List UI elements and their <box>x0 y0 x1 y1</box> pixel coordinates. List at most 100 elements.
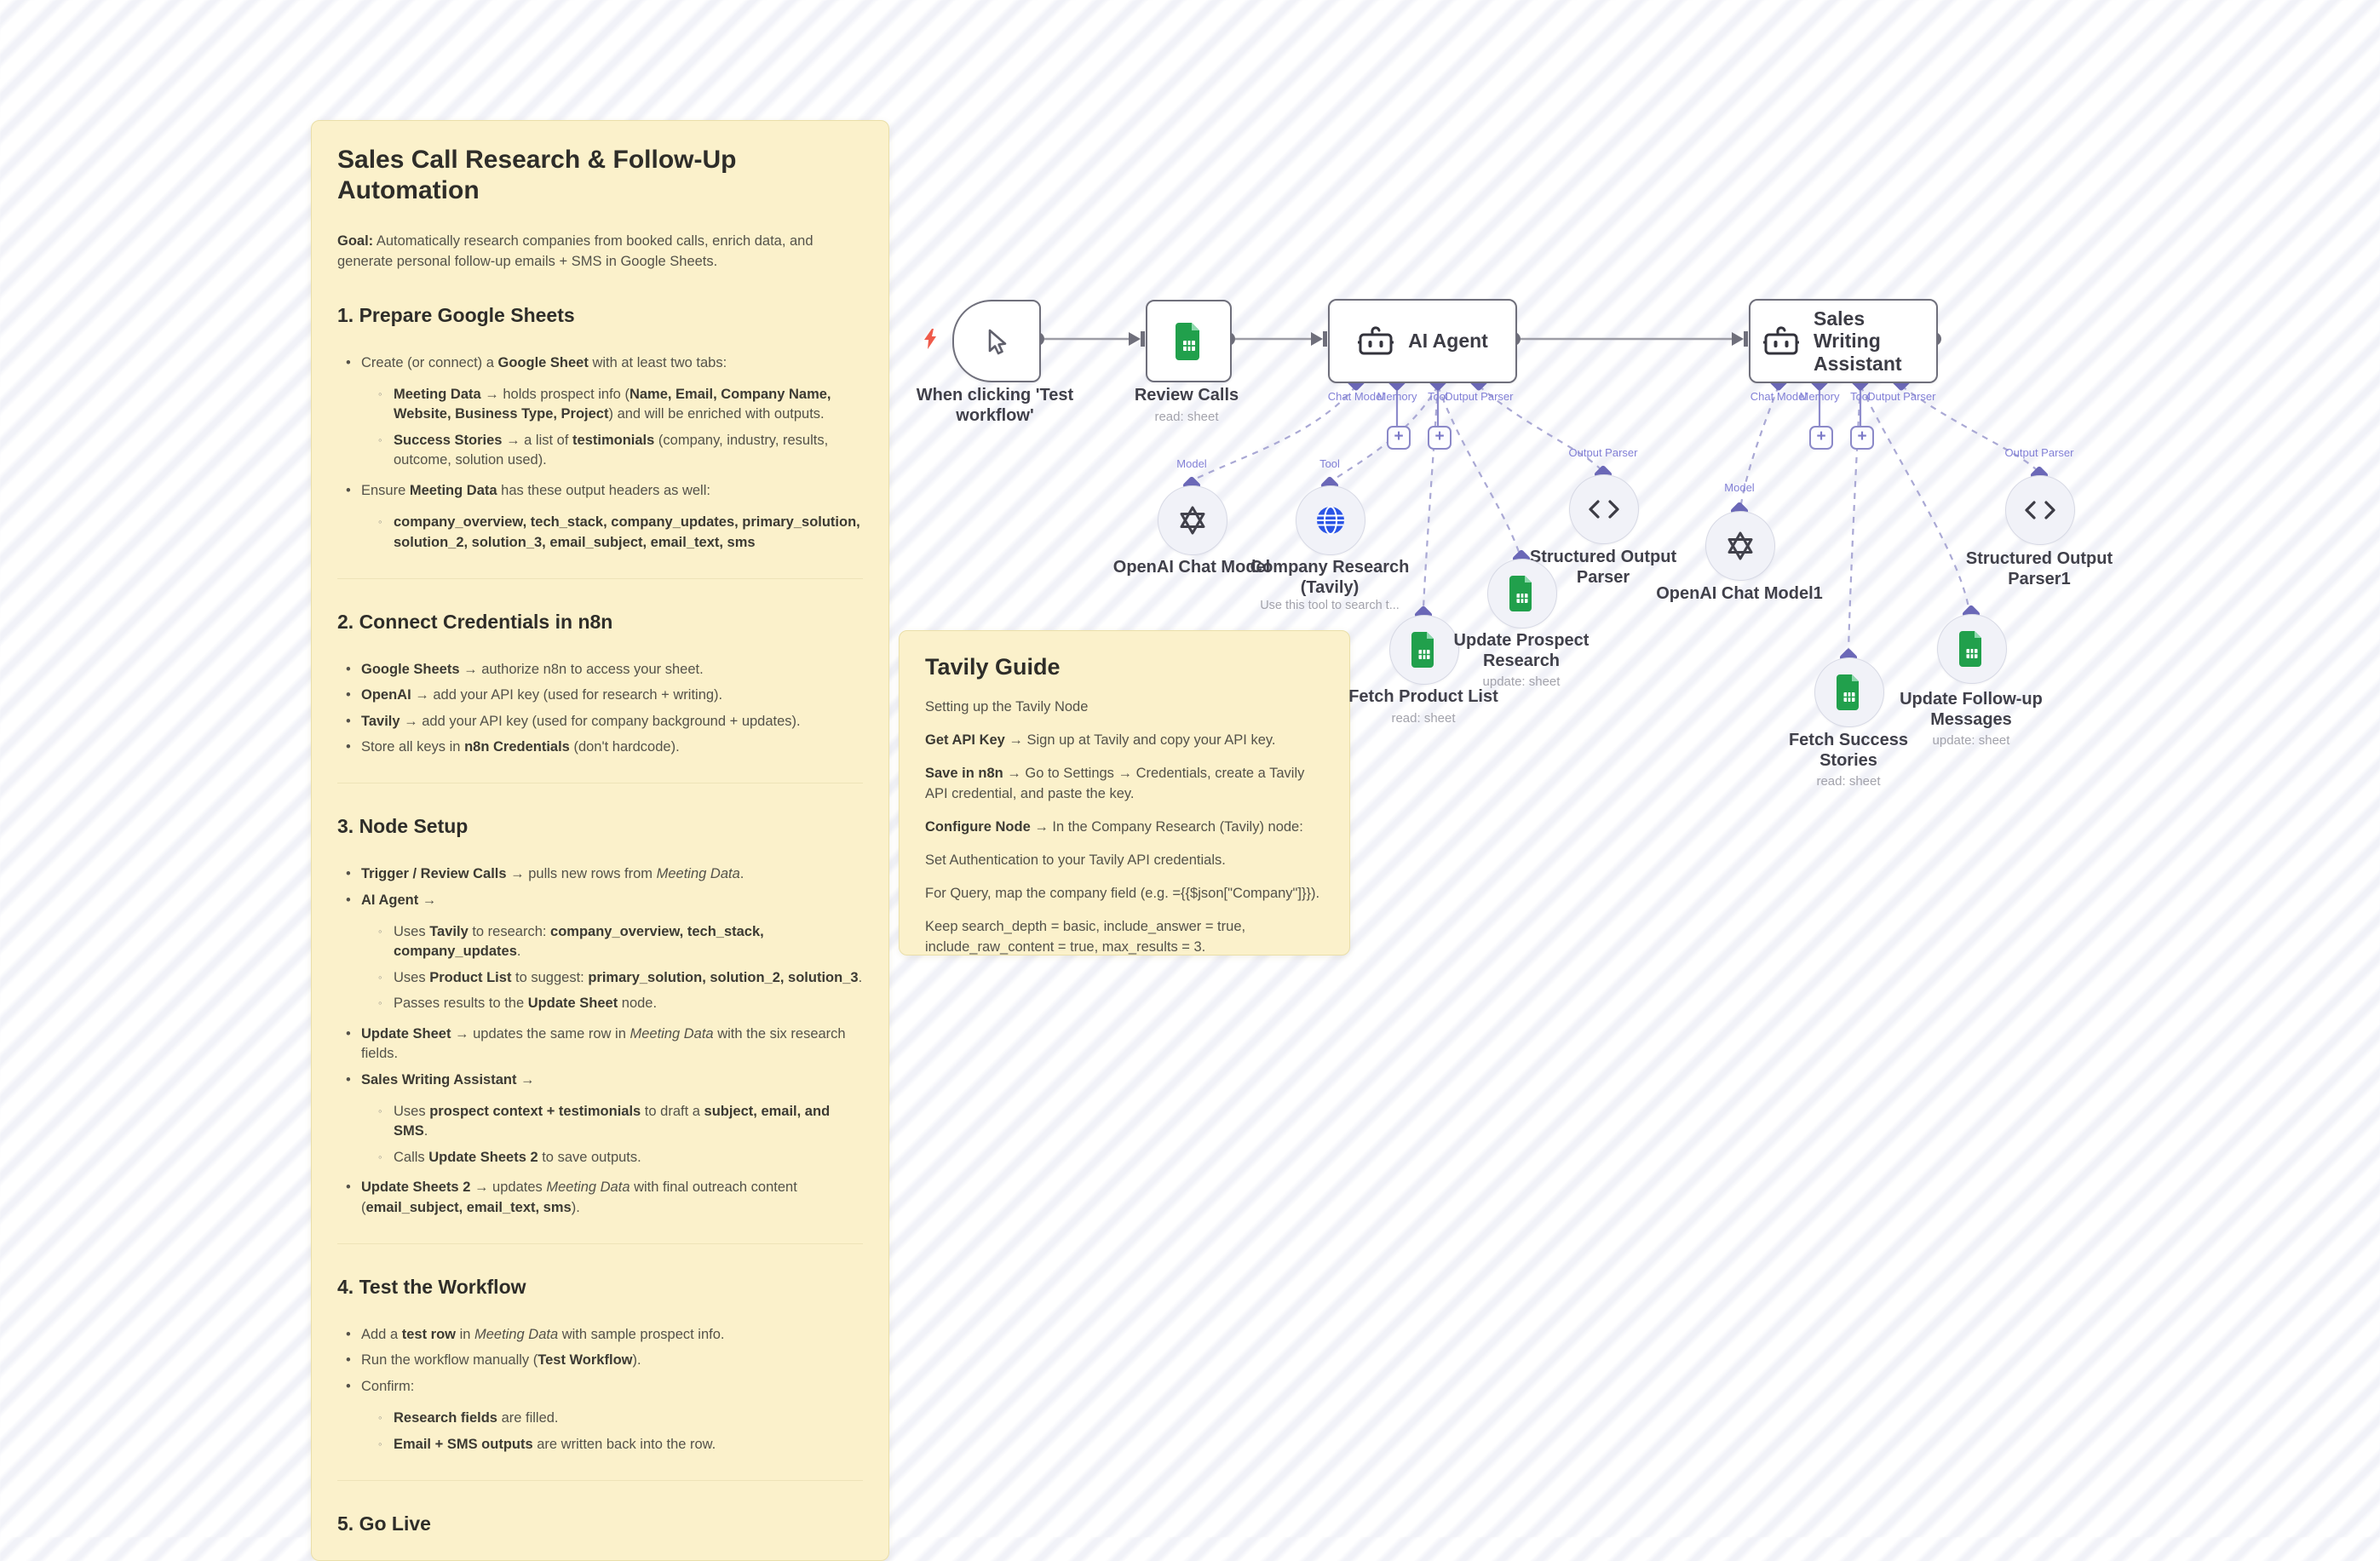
node-review-calls[interactable] <box>1146 300 1232 382</box>
subnode-openai-chat-model[interactable] <box>1158 485 1227 555</box>
note-sub-item: Uses Tavily to research: company_overvie… <box>378 922 863 962</box>
note-block-p: Setting up the Tavily Node <box>925 699 1089 715</box>
add-port-stems <box>1395 387 1862 426</box>
subnode-description: Use this tool to search t... <box>1260 599 1400 612</box>
openai-icon <box>1180 506 1205 535</box>
lightning-bolt-icon <box>924 329 936 349</box>
note-block-h2: 1. Prepare Google Sheets <box>337 303 575 326</box>
port-label-output-parser: Output Parser <box>1568 446 1638 459</box>
note-block-p: Set Authentication to your Tavily API cr… <box>925 852 1226 868</box>
node-label: AI Agent <box>1408 330 1488 353</box>
note-list-item: Confirm:Research fields are filled.Email… <box>346 1377 863 1455</box>
subnode-update-follow-up-messages[interactable] <box>1937 614 2007 684</box>
input-port-arrows <box>1129 331 1748 347</box>
port-label-output-parser: Output Parser <box>2004 446 2074 459</box>
google-sheets-icon <box>1959 631 1981 667</box>
port-label-memory: Memory <box>1799 390 1840 403</box>
note-block-ul: Create (or connect) a Google Sheet with … <box>337 353 863 553</box>
note-list-item: OpenAI → add your API key (used for rese… <box>346 686 863 706</box>
note-block-p: Save in n8n → Go to Settings → Credentia… <box>925 766 1305 802</box>
subnode-caption: Structured Output Parser <box>1529 548 1677 587</box>
note-block-p: Goal: Automatically research companies f… <box>337 233 813 269</box>
note-block-h2: 2. Connect Credentials in n8n <box>337 610 613 633</box>
add-tool-button[interactable]: + <box>1850 426 1874 450</box>
subnode-fetch-success-stories[interactable] <box>1814 657 1884 727</box>
add-tool-button[interactable]: + <box>1428 426 1452 450</box>
sticky-note-main-guide[interactable]: Sales Call Research & Follow-Up Automati… <box>311 120 889 1561</box>
subnode-caption: OpenAI Chat Model <box>1112 558 1271 577</box>
port-label-model: Model <box>1176 457 1207 470</box>
subnode-caption: Update Follow-up Messages update: sheet <box>1882 690 2061 749</box>
note-block-ul: Google Sheets → authorize n8n to access … <box>337 660 863 758</box>
note-list-item: Store all keys in n8n Credentials (don't… <box>346 737 863 758</box>
node-caption-trigger: When clicking 'Test workflow' <box>916 386 1074 425</box>
note-sub-item: Passes results to the Update Sheet node. <box>378 994 863 1013</box>
port-label-output-parser: Output Parser <box>1444 390 1514 403</box>
note-list-item: Add a test row in Meeting Data with samp… <box>346 1325 863 1346</box>
note-list-item: Sales Writing Assistant →Uses prospect c… <box>346 1070 863 1168</box>
subnode-fetch-product-list[interactable] <box>1389 615 1459 685</box>
note-list-item: Run the workflow manually (Test Workflow… <box>346 1351 863 1371</box>
note-sub-item: Uses Product List to suggest: primary_so… <box>378 968 863 988</box>
port-label-chat-model: Chat Model <box>1750 390 1808 403</box>
port-label-model: Model <box>1724 481 1755 494</box>
subnode-subtitle: update: sheet <box>1932 733 2010 749</box>
note-sub-item: Success Stories → a list of testimonials… <box>378 431 863 471</box>
note-sub-item: Email + SMS outputs are written back int… <box>378 1435 863 1455</box>
note-block-p: For Query, map the company field (e.g. =… <box>925 885 1320 901</box>
note-sub-item: Uses prospect context + testimonials to … <box>378 1102 863 1142</box>
note-block-hr <box>337 1243 863 1245</box>
subnode-caption: OpenAI Chat Model1 <box>1656 584 1823 603</box>
node-label: Sales Writing Assistant <box>1814 307 1902 375</box>
node-manual-trigger[interactable] <box>952 300 1041 382</box>
sticky-tavily-title: Tavily Guide <box>925 654 1061 680</box>
subnode-caption: Update Prospect Research update: sheet <box>1440 631 1602 690</box>
subnode-caption: Fetch Product List read: sheet <box>1330 687 1517 726</box>
subnode-update-prospect-research[interactable] <box>1487 559 1557 628</box>
bot-icon <box>1358 325 1394 354</box>
subnode-structured-output-parser1[interactable] <box>2005 475 2075 545</box>
google-sheets-icon <box>1411 632 1434 668</box>
note-block-p: Keep search_depth = basic, include_answe… <box>925 918 1246 955</box>
subnode-caption: Structured Output Parser1 <box>1965 549 2113 588</box>
note-block-p: Configure Node → In the Company Research… <box>925 819 1303 835</box>
subnode-company-research-tavily[interactable] <box>1296 485 1365 555</box>
note-list-item: Ensure Meeting Data has these output hea… <box>346 481 863 553</box>
google-sheets-icon <box>1175 322 1199 360</box>
note-list-item: Update Sheets 2 → updates Meeting Data w… <box>346 1178 863 1218</box>
node-ai-agent[interactable]: AI Agent <box>1328 299 1517 383</box>
subnode-subtitle: read: sheet <box>1391 710 1456 726</box>
note-sub-item: company_overview, tech_stack, company_up… <box>378 513 863 553</box>
google-sheets-icon <box>1509 576 1532 611</box>
subnode-caption: Company Research (Tavily) <box>1250 558 1410 597</box>
sticky-main-body: Goal: Automatically research companies f… <box>337 232 863 1560</box>
subnode-openai-chat-model1[interactable] <box>1705 511 1775 581</box>
globe-icon <box>1317 506 1344 535</box>
note-list-item: Create (or connect) a Google Sheet with … <box>346 353 863 471</box>
subnode-caption: Fetch Success Stories read: sheet <box>1780 731 1917 789</box>
openai-icon <box>1728 531 1753 560</box>
bot-icon <box>1763 325 1799 354</box>
subnode-subtitle: read: sheet <box>1816 774 1881 789</box>
cursor-icon <box>988 329 1007 354</box>
note-list-item: Google Sheets → authorize n8n to access … <box>346 660 863 680</box>
code-brackets-icon <box>1589 500 1619 519</box>
note-sub-item: Calls Update Sheets 2 to save outputs. <box>378 1148 863 1168</box>
subnode-structured-output-parser[interactable] <box>1569 474 1639 544</box>
note-list-item: AI Agent →Uses Tavily to research: compa… <box>346 891 863 1014</box>
add-memory-button[interactable]: + <box>1387 426 1411 450</box>
port-label-chat-model: Chat Model <box>1327 390 1385 403</box>
note-list-item: Update Sheet → updates the same row in M… <box>346 1024 863 1065</box>
add-memory-button[interactable]: + <box>1809 426 1833 450</box>
note-list-item: Tavily → add your API key (used for comp… <box>346 712 863 732</box>
dashed-sub-links <box>1193 385 2037 651</box>
note-block-h2: 5. Go Live <box>337 1512 431 1535</box>
note-block-ul: Trigger / Review Calls → pulls new rows … <box>337 864 863 1218</box>
node-caption-review-calls: Review Calls read: sheet <box>1101 386 1272 424</box>
note-block-h2: 4. Test the Workflow <box>337 1276 526 1299</box>
node-sales-writing-assistant[interactable]: Sales Writing Assistant <box>1749 299 1938 383</box>
